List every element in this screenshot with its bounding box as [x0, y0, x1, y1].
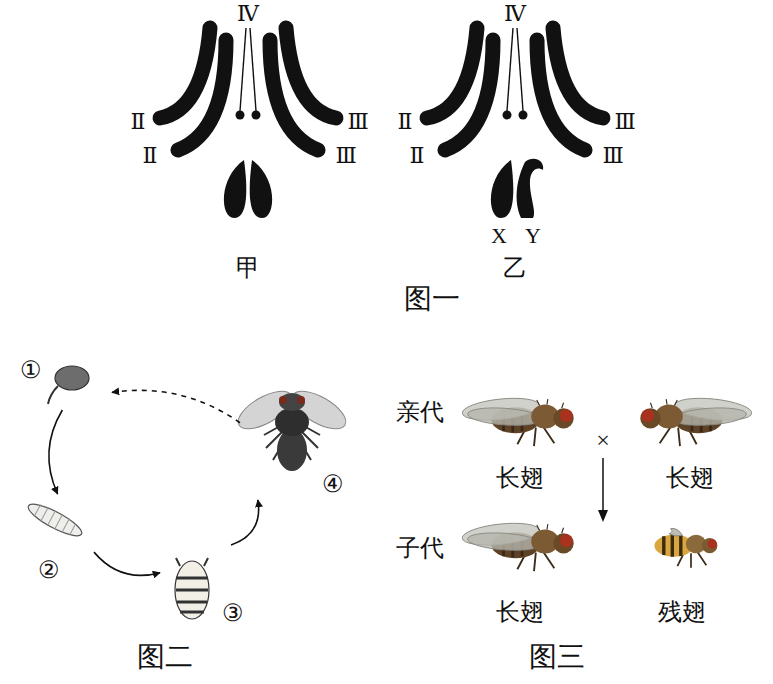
roman-numeral: Ⅳ — [504, 1, 526, 26]
roman-numeral: Ⅲ — [335, 143, 356, 168]
roman-numeral: Ⅱ — [131, 109, 146, 134]
label-holder: 图二 — [137, 641, 193, 673]
roman-numeral: Ⅲ — [602, 143, 623, 168]
life-stage: ① — [16, 352, 112, 410]
label-holder: X — [491, 223, 507, 249]
figure-sublabel: 甲 — [236, 255, 260, 281]
figure-caption: 图一 — [404, 283, 460, 314]
callout-number: ② — [38, 558, 60, 582]
label-holder: 长翅 — [496, 465, 544, 492]
trait-label: 长翅 — [496, 465, 544, 491]
roman-numeral: Ⅱ — [143, 143, 158, 168]
generation-label: 亲代 — [396, 399, 444, 425]
label-holder: × — [596, 427, 610, 454]
roman-numeral: Ⅱ — [410, 143, 425, 168]
cycle-arrow — [49, 410, 62, 494]
label-holder: Ⅱ — [143, 143, 158, 169]
trait-label: 长翅 — [666, 465, 714, 491]
life-stage: ④ — [240, 372, 352, 500]
label-holder: 子代 — [396, 535, 444, 562]
callout-number: ① — [20, 358, 42, 382]
label-holder: Ⅲ — [347, 109, 368, 135]
label-holder: 图三 — [529, 641, 585, 673]
life-stage: ③ — [160, 545, 252, 629]
roman-numeral: Ⅱ — [398, 109, 413, 134]
life-stage: ② — [16, 494, 94, 586]
trait-label: 长翅 — [496, 599, 544, 625]
cycle-arrow — [231, 500, 259, 545]
generation-label: 子代 — [396, 535, 444, 561]
label-holder: Ⅱ — [398, 109, 413, 135]
label-holder: Ⅱ — [410, 143, 425, 169]
chromosome-label: Y — [525, 223, 541, 248]
cycle-arrow — [112, 390, 240, 422]
label-holder: Ⅳ — [504, 1, 526, 27]
callout-number: ④ — [322, 472, 344, 496]
chromosome-label: X — [491, 223, 507, 248]
label-holder: 长翅 — [496, 599, 544, 626]
label-holder: Ⅲ — [335, 143, 356, 169]
cross-symbol: × — [596, 427, 610, 453]
roman-numeral: Ⅲ — [614, 109, 635, 134]
label-holder: 长翅 — [666, 465, 714, 492]
roman-numeral: Ⅳ — [237, 1, 259, 26]
cycle-arrow — [94, 552, 160, 575]
label-holder: 甲 — [236, 255, 260, 282]
roman-numeral: Ⅲ — [347, 109, 368, 134]
figure-caption: 图三 — [529, 641, 585, 672]
label-holder: 图一 — [404, 283, 460, 315]
figure-caption: 图二 — [137, 641, 193, 672]
label-holder: Ⅲ — [602, 143, 623, 169]
label-holder: 残翅 — [658, 599, 706, 626]
figure-sublabel: 乙 — [503, 255, 527, 281]
trait-label: 残翅 — [658, 599, 706, 625]
label-holder: Ⅳ — [237, 1, 259, 27]
label-holder: 乙 — [503, 255, 527, 282]
label-holder: Ⅲ — [614, 109, 635, 135]
label-holder: 亲代 — [396, 399, 444, 426]
label-holder: Ⅱ — [131, 109, 146, 135]
callout-number: ③ — [222, 601, 244, 625]
label-holder: Y — [525, 223, 541, 249]
